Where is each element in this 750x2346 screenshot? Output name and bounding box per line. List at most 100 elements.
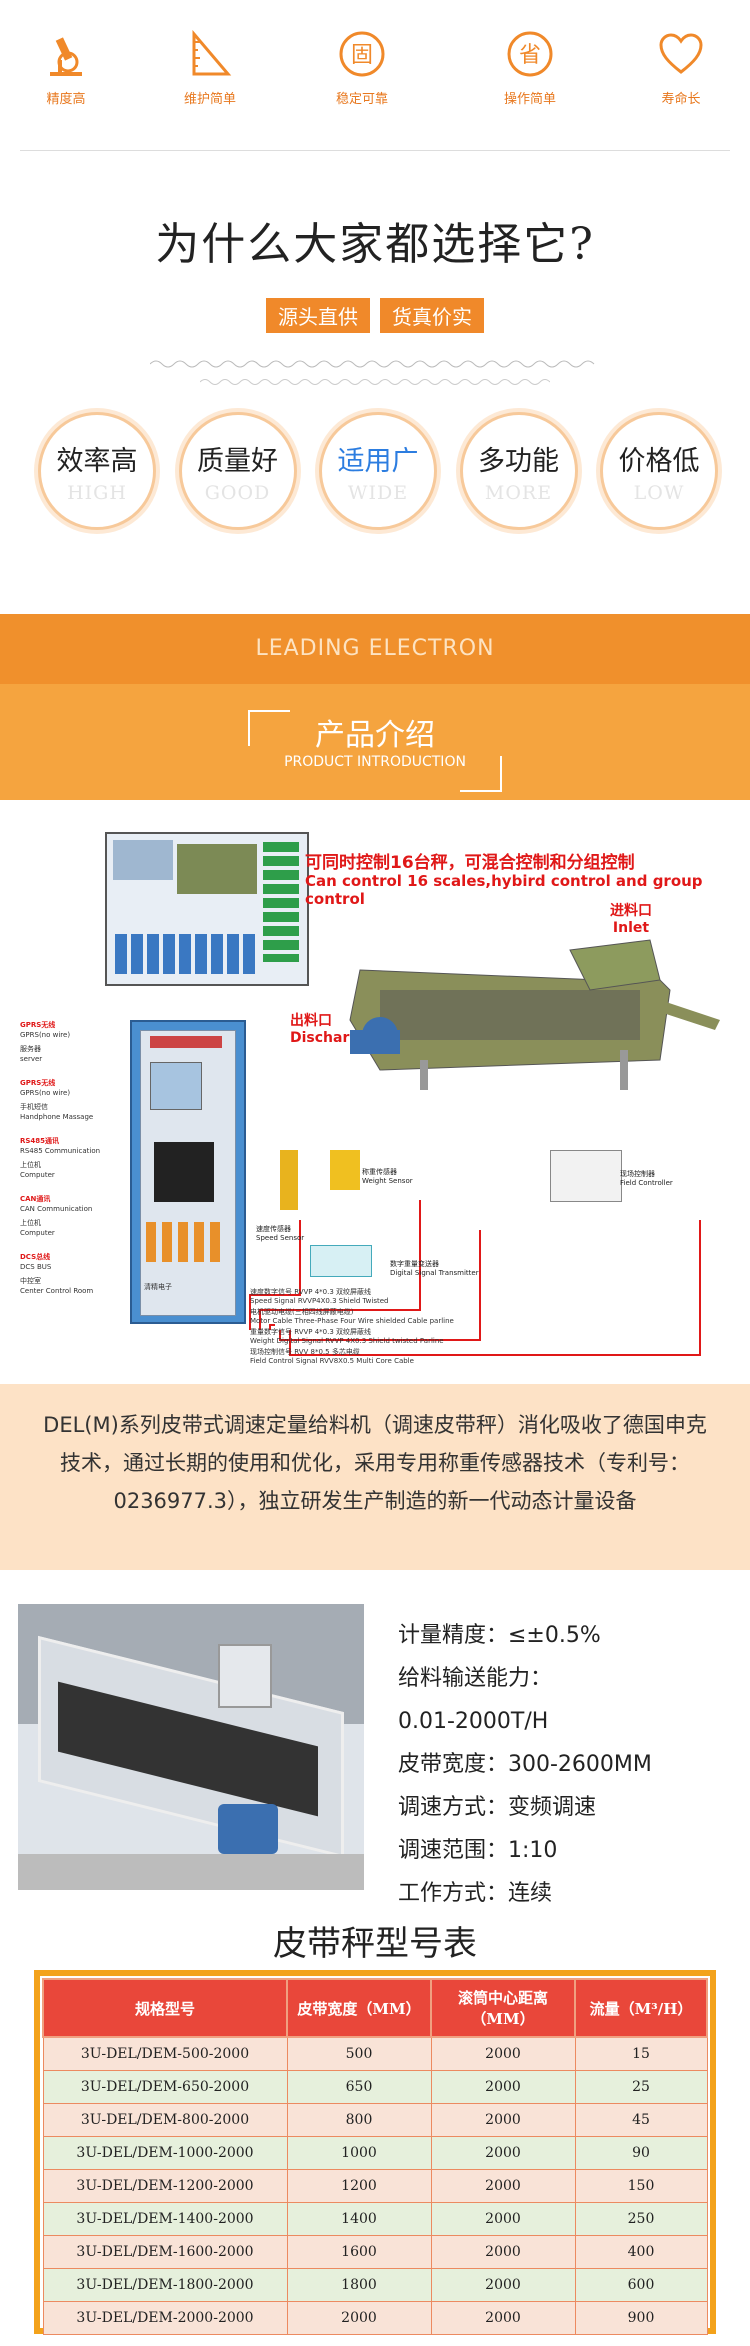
diagram-headline-en: Can control 16 scales,hybird control and…	[305, 872, 703, 908]
feature-operation: 省 操作简单	[475, 28, 585, 107]
speed-sensor-image	[280, 1150, 298, 1210]
spec-item: 工作方式：连续	[398, 1881, 553, 1906]
model-table: 规格型号 皮带宽度（MM） 滚筒中心距离（MM） 流量（M³/H） 3U-DEL…	[42, 1978, 708, 2335]
feature-maintenance: 维护简单	[155, 28, 265, 107]
col-model: 规格型号	[42, 1978, 288, 2038]
corner-bracket	[248, 710, 290, 746]
product-intro-subtitle: PRODUCT INTRODUCTION	[284, 754, 466, 770]
control-cabinet-image: 清精电子	[130, 1020, 246, 1324]
spec-item: 调速范围：1:10	[398, 1838, 558, 1863]
inlet-en: Inlet	[612, 920, 650, 936]
model-table-title: 皮带秤型号表	[273, 1924, 477, 1964]
corner-bracket	[460, 756, 502, 792]
advantage-en: HIGH	[67, 481, 127, 504]
feature-label: 维护简单	[183, 92, 236, 107]
feature-stable: 固 稳定可靠	[307, 28, 417, 107]
inlet-cn: 进料口	[610, 903, 652, 919]
discharge-cn: 出料口	[290, 1013, 332, 1029]
inlet-label: 进料口 Inlet	[610, 900, 652, 936]
feature-precision: 精度高	[11, 28, 121, 107]
divider	[20, 150, 730, 151]
why-title: 为什么大家都选择它?	[155, 219, 595, 270]
stable-badge-icon: 固	[336, 28, 388, 80]
advantage-cn: 价格低	[618, 445, 700, 477]
advantage-multifunction: 多功能 MORE	[459, 412, 578, 530]
weight-sensor-image	[330, 1150, 360, 1190]
spec-list: 计量精度：≤±0.5% 给料输送能力： 0.01-2000T/H 皮带宽度：30…	[398, 1614, 738, 1915]
advantage-quality: 质量好 GOOD	[178, 412, 297, 530]
advantage-cn: 适用广	[337, 445, 419, 477]
advantage-cn: 质量好	[197, 445, 278, 477]
wiring-lines	[249, 1200, 701, 1356]
col-belt-width: 皮带宽度（MM）	[286, 1978, 432, 2038]
advantage-en: WIDE	[347, 481, 409, 504]
col-pulley-distance: 滚筒中心距离（MM）	[430, 1978, 576, 2038]
cable-item: 电机驱动电缆(三相四线屏蔽电缆)Motor Cable Three-Phase …	[250, 1308, 454, 1325]
svg-text:省: 省	[519, 43, 541, 68]
spec-item: 调速方式：变频调速	[398, 1795, 597, 1820]
tag-genuine: 货真价实	[380, 298, 484, 333]
feature-label: 操作简单	[503, 92, 556, 107]
leading-electron: LEADING ELECTRON	[255, 636, 495, 661]
simple-badge-icon: 省	[504, 28, 556, 80]
feeder-photo	[18, 1604, 364, 1890]
feature-label: 寿命长	[661, 92, 701, 107]
advantage-en: GOOD	[204, 481, 271, 504]
advantage-en: MORE	[484, 481, 553, 504]
advantage-cn: 多功能	[478, 445, 559, 477]
product-intro-band: LEADING ELECTRON 产品介绍 PRODUCT INTRODUCTI…	[0, 614, 750, 800]
feature-label: 稳定可靠	[335, 92, 388, 107]
spec-item: 给料输送能力：	[398, 1666, 553, 1691]
control-screen-image	[105, 832, 309, 986]
diagram-headline-cn: 可同时控制16台秤，可混合控制和分组控制	[305, 853, 635, 873]
microscope-icon	[40, 28, 92, 80]
product-intro-title: 产品介绍	[315, 718, 435, 753]
decorative-squiggle	[150, 360, 595, 368]
feature-label: 精度高	[46, 92, 86, 107]
ruler-icon	[184, 28, 236, 80]
feature-lifespan: 寿命长	[626, 28, 736, 107]
transmitter-image	[310, 1245, 372, 1277]
decorative-squiggle	[200, 379, 550, 385]
advantage-wide: 适用广 WIDE	[319, 412, 437, 530]
spec-item: 计量精度：≤±0.5%	[398, 1623, 601, 1648]
cabinet-brand: 清精电子	[144, 1283, 172, 1291]
table-header-row: 规格型号 皮带宽度（MM） 滚筒中心距离（MM） 流量（M³/H）	[42, 1978, 708, 2038]
spec-item: 0.01-2000T/H	[398, 1709, 549, 1734]
system-diagram: 可同时控制16台秤，可混合控制和分组控制 Can control 16 scal…	[20, 830, 740, 1370]
col-flow: 流量（M³/H）	[574, 1978, 708, 2038]
svg-text:固: 固	[351, 43, 373, 68]
band-top	[0, 614, 750, 684]
belt-feeder-image	[349, 939, 720, 1090]
advantage-en: LOW	[633, 481, 685, 504]
spec-item: 皮带宽度：300-2600MM	[398, 1752, 652, 1777]
